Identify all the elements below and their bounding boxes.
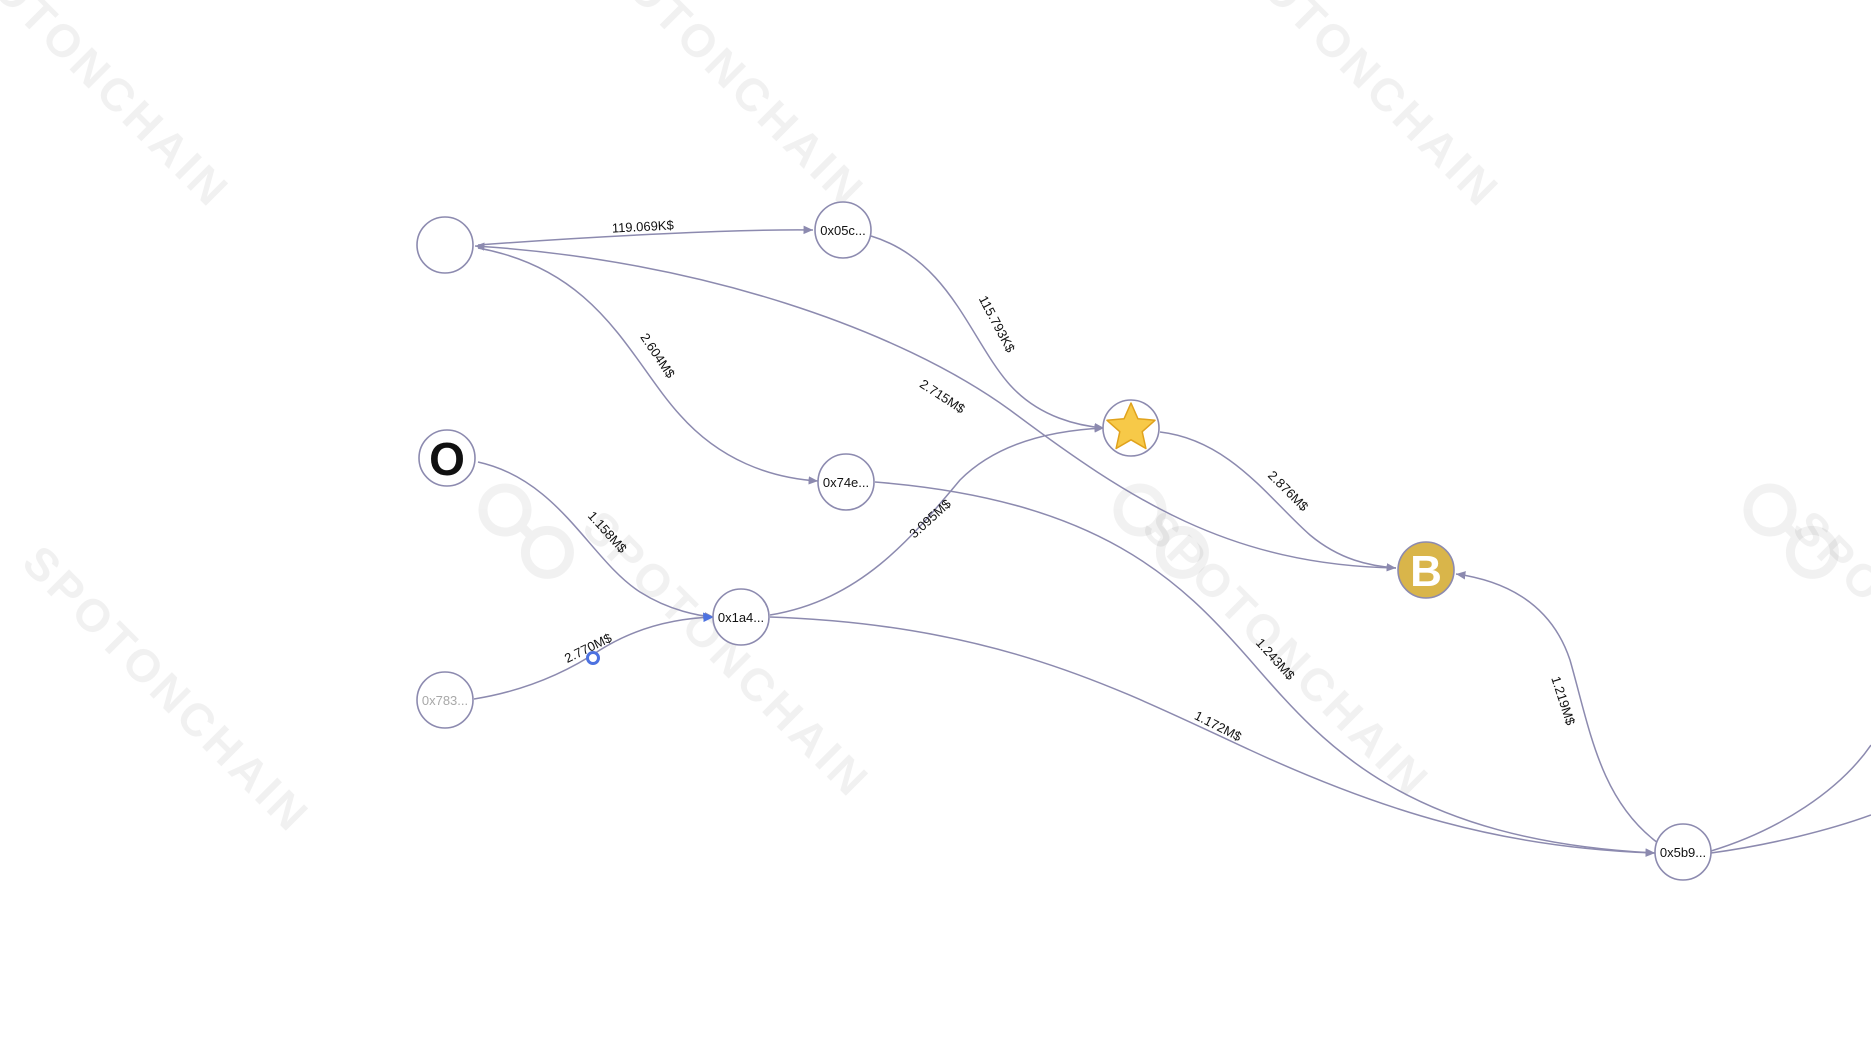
node-address-label: 0x05c... bbox=[820, 223, 866, 238]
edge-handle-selected[interactable] bbox=[586, 651, 600, 665]
edge-label: 3.095M$ bbox=[906, 496, 954, 542]
node-star[interactable] bbox=[1102, 399, 1160, 457]
watermark-logo-icon bbox=[1113, 483, 1209, 579]
edge-label: 2.604M$ bbox=[637, 330, 678, 381]
node-0x5b9[interactable]: 0x5b9... bbox=[1654, 823, 1712, 881]
node-b[interactable]: B bbox=[1397, 541, 1455, 599]
watermark-logo-icon bbox=[1743, 483, 1839, 579]
watermark-text: SPOTONCHAIN bbox=[1133, 500, 1441, 808]
edge-label: 119.069K$ bbox=[611, 217, 674, 235]
node-0x1a4[interactable]: 0x1a4... bbox=[712, 588, 770, 646]
node-0x783[interactable]: 0x783... bbox=[416, 671, 474, 729]
node-o-label: O bbox=[429, 433, 465, 485]
node-b-label: B bbox=[1410, 547, 1442, 596]
watermark-text: SPOTONCHAIN bbox=[1203, 0, 1511, 218]
edge-label: 2.876M$ bbox=[1265, 468, 1312, 515]
edge-0x1a4-to-star[interactable]: 3.095M$ bbox=[769, 424, 1105, 616]
edge-0x5b9-to-b[interactable]: 1.219M$ bbox=[1455, 571, 1659, 844]
edge-top-to-0x05c[interactable]: 119.069K$ bbox=[477, 217, 814, 246]
nodes-layer: O 0x783... 0x05c... 0x74e... 0x1a4... bbox=[416, 201, 1712, 881]
star-icon bbox=[1106, 402, 1156, 450]
edge-0x5b9-offscreen-lower[interactable] bbox=[1710, 814, 1871, 854]
node-0x05c[interactable]: 0x05c... bbox=[814, 201, 872, 259]
node-address-label: 0x74e... bbox=[823, 475, 869, 490]
watermark-text: SPOTONCHAIN bbox=[13, 535, 321, 843]
edge-label: 1.219M$ bbox=[1548, 674, 1578, 727]
edge-0x5b9-offscreen-upper[interactable] bbox=[1710, 744, 1871, 852]
watermark-logo-icon bbox=[478, 483, 574, 579]
node-address-label: 0x5b9... bbox=[1660, 845, 1706, 860]
node-blank[interactable] bbox=[416, 216, 474, 274]
edge-0x1a4-to-0x5b9[interactable]: 1.172M$ bbox=[769, 616, 1656, 857]
edge-top-to-0x74e[interactable]: 2.604M$ bbox=[477, 247, 819, 485]
edge-0x05c-to-star[interactable]: 115.793K$ bbox=[870, 235, 1105, 432]
watermark-text: SPOTONCHAIN bbox=[0, 0, 241, 218]
node-0x74e[interactable]: 0x74e... bbox=[817, 453, 875, 511]
watermark-text: SPOTONCHAIN bbox=[568, 0, 876, 218]
node-address-label: 0x1a4... bbox=[718, 610, 764, 625]
edge-label: 2.715M$ bbox=[917, 376, 968, 417]
watermark-layer: SPOTONCHAIN SPOTONCHAIN SPOTONCHAIN SPOT… bbox=[0, 0, 1871, 843]
node-address-label: 0x783... bbox=[422, 693, 468, 708]
node-o[interactable]: O bbox=[418, 429, 476, 487]
